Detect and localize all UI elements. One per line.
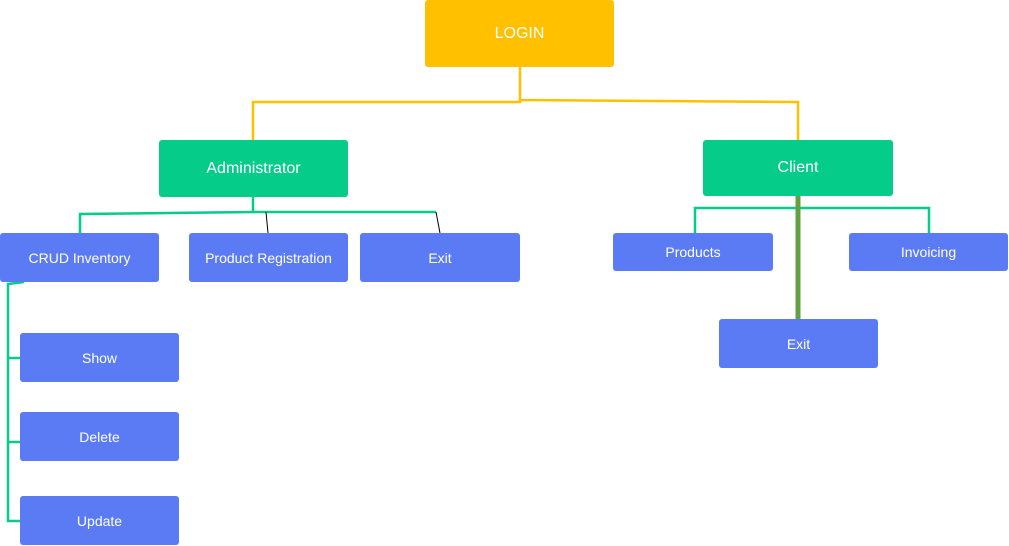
admin-exit-node: Exit [360, 233, 520, 282]
products-node: Products [613, 233, 773, 271]
administrator-node: Administrator [159, 140, 348, 197]
show-label: Show [81, 349, 118, 366]
connector-admin-to-options [78, 197, 255, 233]
invoicing-node: Invoicing [849, 233, 1008, 271]
connector-crud-spine [6, 280, 25, 523]
delete-label: Delete [79, 428, 120, 445]
connector-login-to-roles [251, 67, 800, 140]
connector-admin-to-product-registration [265, 211, 269, 234]
login-node: LOGIN [425, 0, 614, 67]
crud-inventory-label: CRUD Inventory [28, 249, 131, 266]
client-exit-node: Exit [719, 319, 878, 368]
admin-exit-label: Exit [428, 249, 452, 266]
client-label: Client [777, 159, 819, 176]
update-label: Update [76, 512, 123, 529]
delete-node: Delete [20, 412, 179, 461]
administrator-label: Administrator [206, 159, 301, 177]
products-label: Products [665, 244, 721, 260]
product-registration-label: Product Registration [205, 249, 332, 266]
show-node: Show [20, 333, 179, 382]
connector-client-to-options [693, 206, 931, 233]
login-label: LOGIN [494, 24, 545, 42]
product-registration-node: Product Registration [189, 233, 348, 282]
connector-admin-to-exit [435, 211, 441, 234]
invoicing-label: Invoicing [900, 244, 957, 260]
update-node: Update [20, 496, 179, 545]
crud-inventory-node: CRUD Inventory [0, 233, 159, 282]
client-node: Client [703, 140, 893, 196]
client-exit-label: Exit [786, 335, 811, 352]
